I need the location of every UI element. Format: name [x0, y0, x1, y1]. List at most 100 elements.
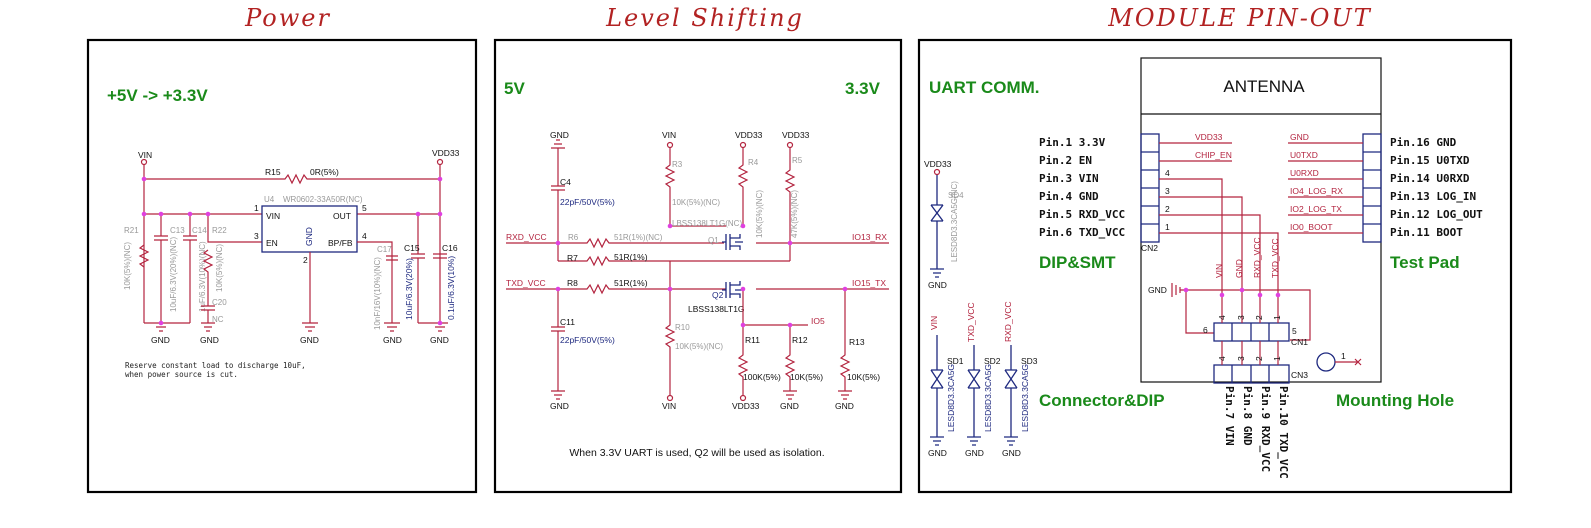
right-pin-14: Pin.14 U0RXD [1390, 172, 1470, 185]
cn3-p2: 2 [1254, 356, 1264, 361]
c11-label: C11 [560, 317, 575, 327]
vdd33-top-1: VDD33 [735, 130, 763, 140]
level-frame [493, 38, 903, 494]
sd3-rxd: RXD_VCC [1003, 301, 1013, 342]
u4-label: U4 [264, 195, 275, 204]
cn2-n2: 2 [1165, 204, 1170, 214]
level-section: 5V 3.3V GND C4 22pF/50V(5%) VIN VDD33 VD… [504, 79, 889, 459]
cn3-p4: 4 [1217, 356, 1227, 361]
q1-label: Q1 [708, 236, 719, 245]
q2-label: Q2 [712, 290, 724, 300]
r21-label: R21 [124, 226, 139, 235]
gnd-5: GND [430, 335, 449, 345]
io13-rx-label: IO13_RX [852, 232, 887, 242]
cn2-n1: 1 [1165, 222, 1170, 232]
left-pin-4: Pin.4 GND [1039, 190, 1099, 203]
sd3-label: SD3 [1021, 356, 1038, 366]
sd4-value: LESD8D3.3CA5G(NC) [950, 181, 959, 262]
u4-n3: 3 [254, 231, 259, 241]
cn3-p1: 1 [1272, 356, 1282, 361]
antenna-label: ANTENNA [1223, 77, 1305, 96]
u4-pin-vin: VIN [266, 211, 280, 221]
r13-label: R13 [849, 337, 865, 347]
right-pin-13: Pin.13 LOG_IN [1390, 190, 1476, 203]
connector-dip-label: Connector&DIP [1039, 391, 1165, 410]
io5-label: IO5 [811, 316, 825, 326]
cn1-p3: 3 [1236, 315, 1246, 320]
q1-value: LBSS138LT1G(NC) [672, 219, 742, 228]
gnd-r13: GND [835, 401, 854, 411]
cn3-label: CN3 [1291, 370, 1308, 380]
r8-value: 51R(1%) [614, 278, 648, 288]
net-io2-log-tx: IO2_LOG_TX [1290, 204, 1342, 214]
vin-top: VIN [662, 130, 676, 140]
left-pin-1: Pin.1 3.3V [1039, 136, 1106, 149]
r4-label: R4 [748, 158, 759, 167]
mh-n1: 1 [1341, 351, 1346, 361]
r12-label: R12 [792, 335, 808, 345]
sd3-gnd: GND [1002, 448, 1021, 458]
r21-value: 10K(5%)(NC) [123, 242, 132, 290]
vdd33-label: VDD33 [432, 148, 460, 158]
cn1-p1: 1 [1272, 315, 1282, 320]
module-pinout-title: MODULE PIN-OUT [1107, 4, 1371, 32]
cn1-n6: 6 [1203, 325, 1208, 335]
cn1-n5: 5 [1292, 326, 1297, 336]
sd3-value: LESD8D3.3CA5G [1020, 364, 1030, 432]
sd2-txd: TXD_VCC [966, 302, 976, 342]
sd2-value: LESD8D3.3CA5G [983, 364, 993, 432]
cn3-p3: 3 [1236, 356, 1246, 361]
vnet-txd: TXD_VCC [1270, 238, 1280, 278]
r7-label: R7 [567, 253, 578, 263]
mounting-hole-icon [1316, 352, 1336, 372]
c16-label: C16 [442, 243, 458, 253]
cn1-gnd-label: GND [1148, 285, 1167, 295]
sd2-label: SD2 [984, 356, 1001, 366]
cn1-label: CN1 [1291, 337, 1308, 347]
bottom-pin-7: Pin.7 VIN [1223, 386, 1236, 446]
c15-label: C15 [404, 243, 420, 253]
r8-label: R8 [567, 278, 578, 288]
vdd33-bottom: VDD33 [732, 401, 760, 411]
u4-pin-bp: BP/FB [328, 238, 353, 248]
sd1-vin: VIN [929, 316, 939, 330]
vnet-vin: VIN [1214, 264, 1224, 278]
r10-label: R10 [675, 323, 690, 332]
r13-value: 10K(5%) [847, 372, 880, 382]
rxd-vcc-label: RXD_VCC [506, 232, 547, 242]
left-pin-6: Pin.6 TXD_VCC [1039, 226, 1125, 239]
c20-label: C20 [212, 298, 227, 307]
u4-pin-out: OUT [333, 211, 351, 221]
vin-label: VIN [138, 150, 152, 160]
gnd-4: GND [383, 335, 402, 345]
u4-n1: 1 [254, 203, 259, 213]
c16-value: 0.1uF/6.3V(10%) [446, 256, 456, 320]
sd4-tvs [930, 175, 944, 278]
left-pin-5: Pin.5 RXD_VCC [1039, 208, 1125, 221]
sd2-tvs [967, 345, 981, 446]
net-io0-boot: IO0_BOOT [1290, 222, 1333, 232]
power-frame [86, 38, 478, 494]
c17-value: 10nF/16V(10%)(NC) [373, 257, 382, 330]
level-note: When 3.3V UART is used, Q2 will be used … [569, 447, 824, 459]
c14-value: 1uF/6.3V(10%)(NC) [198, 241, 207, 312]
net-vdd33: VDD33 [1195, 132, 1223, 142]
r6-label: R6 [568, 233, 579, 242]
sd2-gnd: GND [965, 448, 984, 458]
r7-value: 51R(1%) [614, 252, 648, 262]
gnd-3: GND [300, 335, 319, 345]
sd4-vdd33: VDD33 [924, 159, 952, 169]
uart-comm-header: UART COMM. [929, 78, 1039, 97]
r3-value: 10K(5%)(NC) [672, 198, 720, 207]
u4-n4: 4 [362, 231, 367, 241]
power-title: Power [244, 4, 331, 32]
sd3-tvs [1004, 345, 1018, 446]
q1-mosfet [722, 234, 743, 250]
r11-label: R11 [745, 335, 760, 345]
module-frame [917, 38, 1513, 494]
vnet-rxd: RXD_VCC [1252, 237, 1262, 278]
cn2-label: CN2 [1141, 243, 1158, 253]
r4-value: 10K(5%)(NC) [755, 190, 764, 238]
right-pin-11: Pin.11 BOOT [1390, 226, 1463, 239]
c4-value: 22pF/50V(5%) [560, 197, 615, 207]
